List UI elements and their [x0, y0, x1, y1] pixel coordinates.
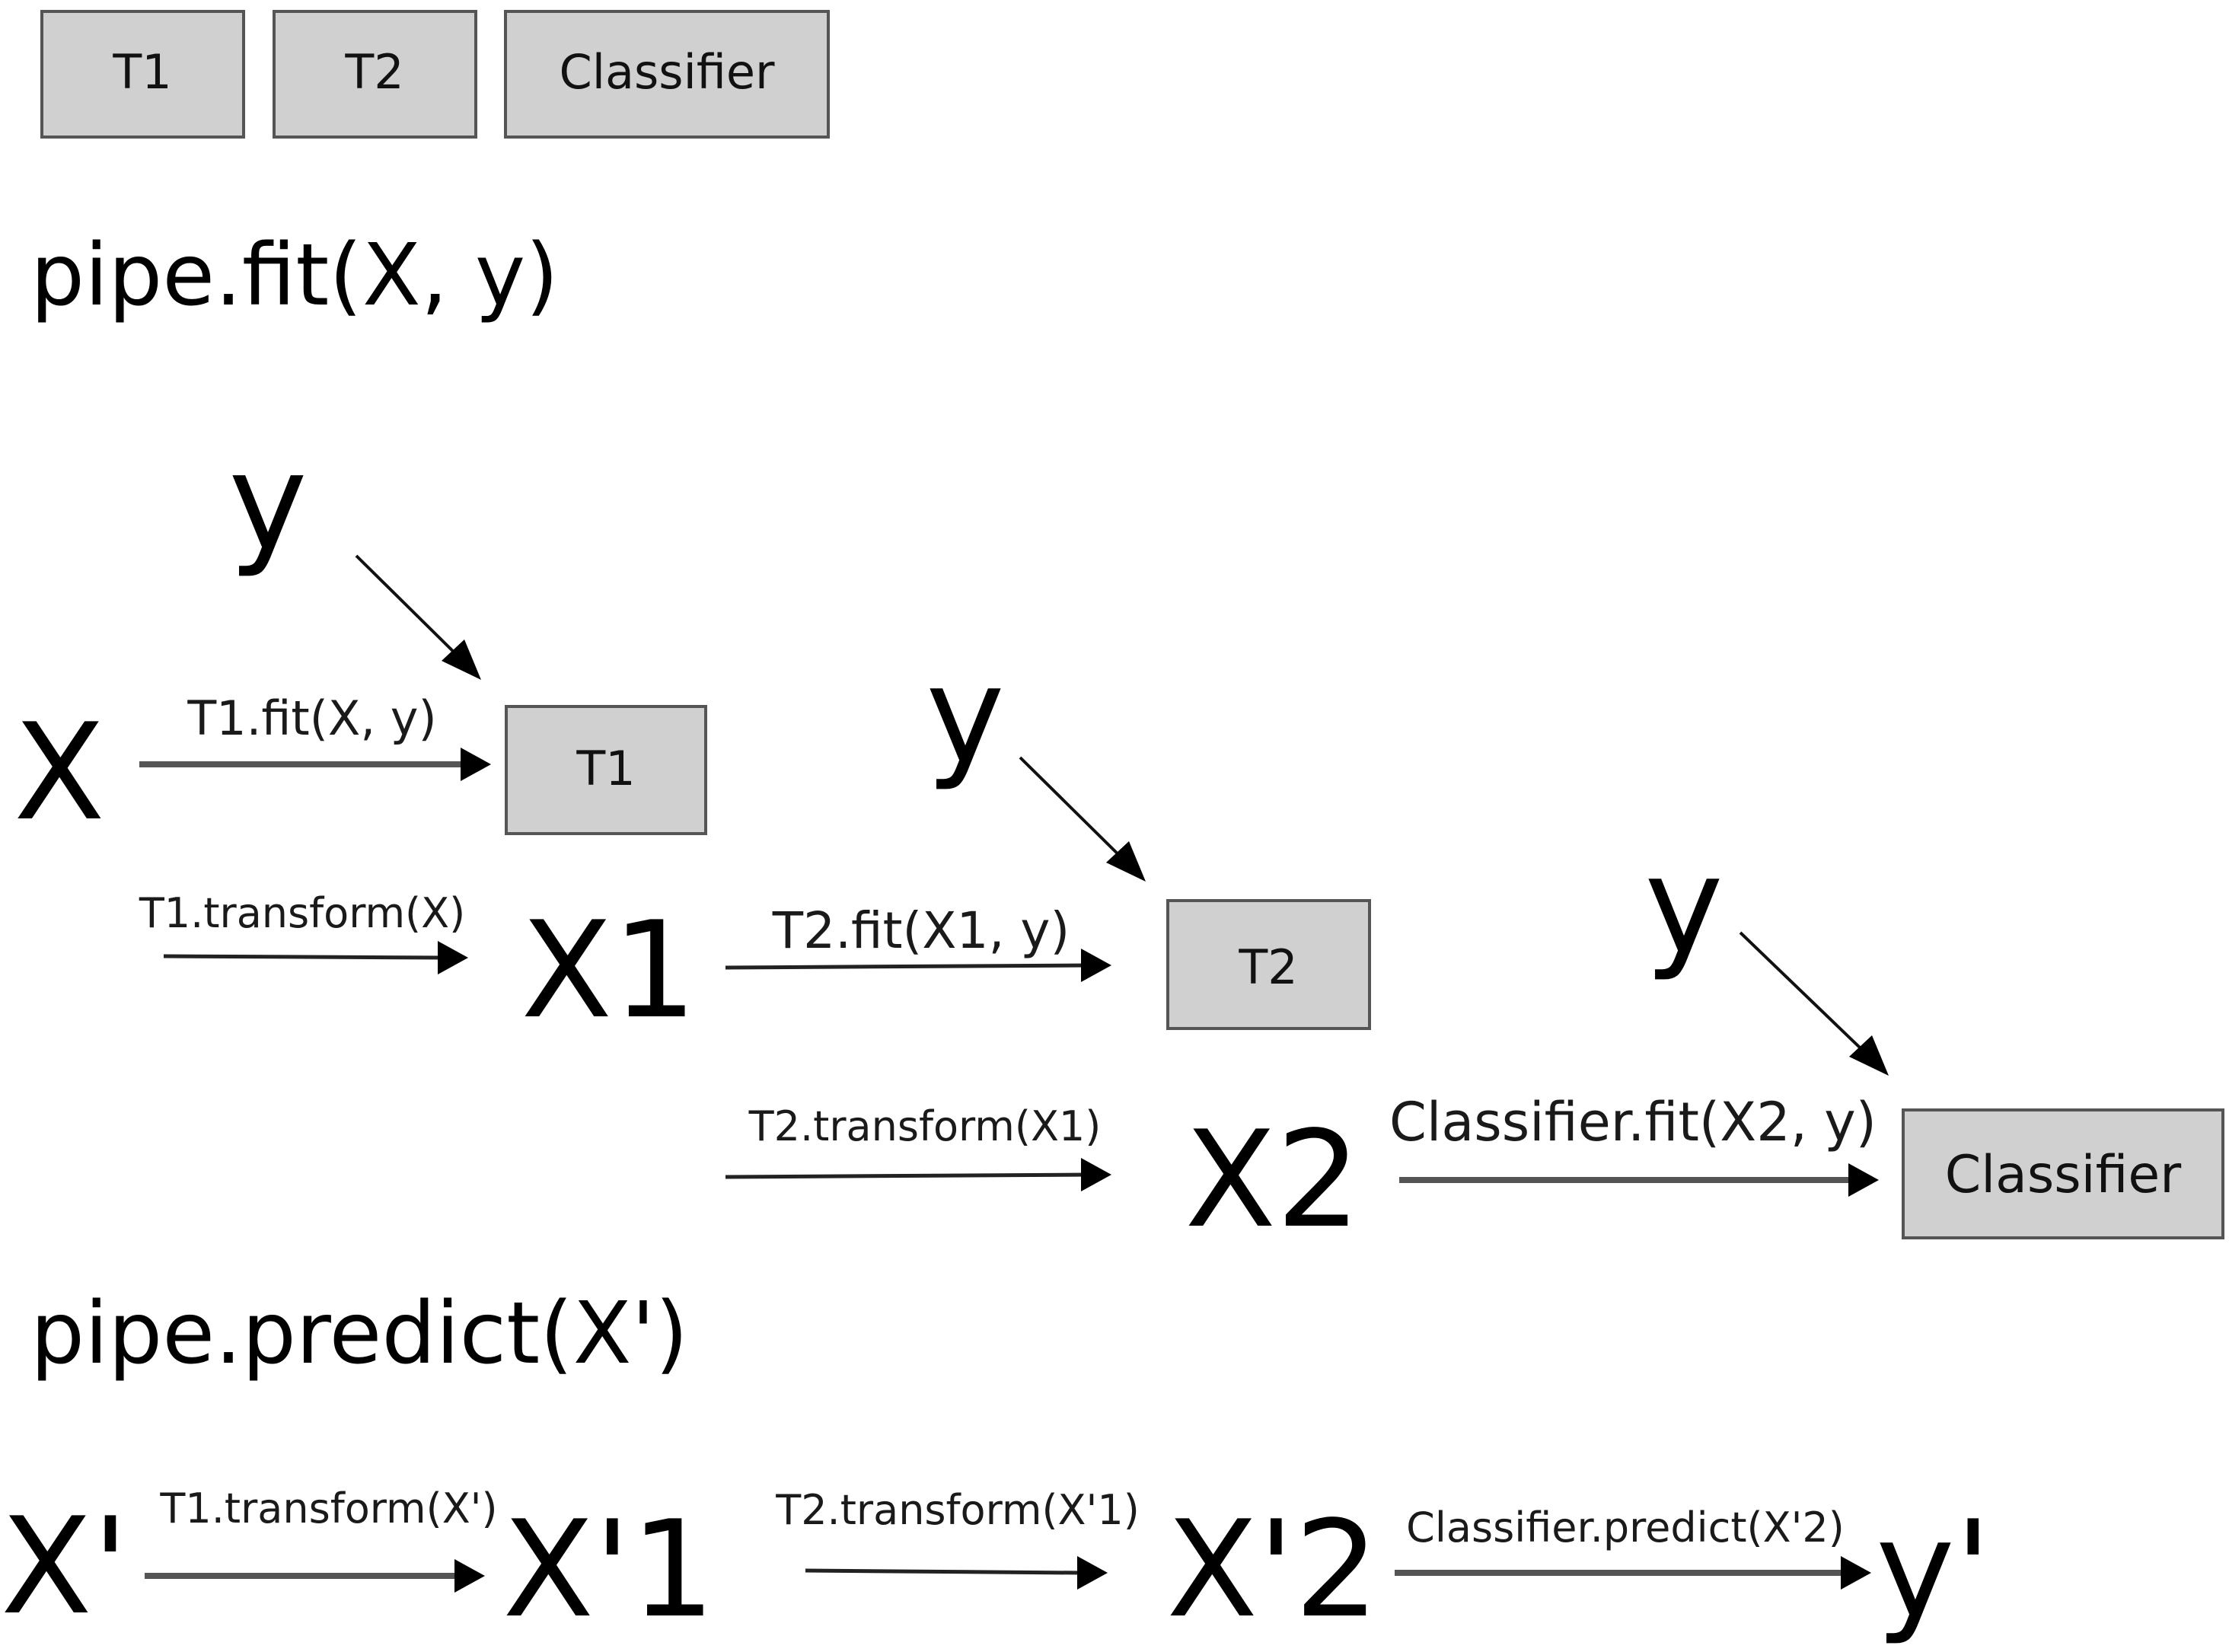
- arrowhead-icon: [1077, 1556, 1108, 1590]
- legend-box-t2-label: T2: [344, 44, 403, 100]
- fit-y-input-2: y: [926, 639, 1005, 793]
- fit-heading: pipe.fit(X, y): [30, 226, 559, 325]
- fit-y-input-3: y: [1644, 829, 1724, 984]
- edge-y-to-classifier: [1739, 931, 1889, 1076]
- predict-xprime-node: X': [1, 1490, 129, 1644]
- arrowhead-icon: [1106, 841, 1146, 882]
- arrowhead-icon: [461, 748, 491, 781]
- predict-yprime-node: y': [1876, 1493, 1991, 1647]
- legend-box-t1-label: T1: [112, 44, 171, 100]
- fit-box-t1: T1: [505, 705, 707, 835]
- fit-box-classifier: Classifier: [1902, 1108, 2224, 1239]
- edge-t1-fit: [139, 748, 491, 781]
- edge-label-t2-fit: T2.fit(X1, y): [772, 901, 1070, 960]
- arrowhead-icon: [1849, 1035, 1889, 1076]
- arrowhead-icon: [454, 1559, 485, 1593]
- legend-box-t1: T1: [40, 10, 245, 139]
- fit-box-t2: T2: [1166, 899, 1371, 1030]
- edge-label-predict-t2-transform: T2.transform(X'1): [775, 1486, 1140, 1534]
- arrowhead-icon: [1841, 1556, 1871, 1590]
- edge-label-classifier-fit: Classifier.fit(X2, y): [1389, 1091, 1877, 1153]
- edge-predict-t1-transform: [145, 1559, 485, 1593]
- legend-box-classifier: Classifier: [504, 10, 830, 139]
- edge-label-predict-t1-transform: T1.transform(X'): [159, 1485, 497, 1532]
- legend-box-classifier-label: Classifier: [559, 44, 775, 100]
- edge-y-to-t1: [355, 554, 481, 680]
- legend-box-t2: T2: [273, 10, 477, 139]
- arrowhead-icon: [442, 639, 481, 680]
- arrowhead-icon: [1081, 1158, 1111, 1191]
- arrowhead-icon: [438, 941, 468, 974]
- edge-t2-fit: [725, 949, 1111, 982]
- arrowhead-icon: [1848, 1163, 1879, 1197]
- fit-box-classifier-label: Classifier: [1945, 1145, 2181, 1205]
- predict-heading: pipe.predict(X'): [30, 1284, 688, 1383]
- edge-t1-transform: [163, 941, 468, 974]
- edge-label-t1-transform: T1.transform(X): [139, 889, 465, 937]
- edge-label-t2-transform: T2.transform(X1): [748, 1102, 1102, 1150]
- arrowhead-icon: [1081, 949, 1111, 982]
- fit-x-input: X: [14, 696, 105, 850]
- fit-box-t2-label: T2: [1238, 939, 1297, 995]
- fit-x1-node: X1: [521, 894, 697, 1048]
- predict-xprime2-node: X'2: [1166, 1493, 1379, 1647]
- edge-predict-classifier: [1395, 1556, 1871, 1590]
- fit-box-t1-label: T1: [576, 741, 635, 796]
- edge-label-predict-classifier: Classifier.predict(X'2): [1406, 1504, 1845, 1552]
- edge-t2-transform: [725, 1158, 1111, 1191]
- fit-x2-node: X2: [1185, 1103, 1360, 1258]
- edge-classifier-fit: [1399, 1163, 1879, 1197]
- edge-predict-t2-transform: [805, 1556, 1108, 1590]
- edge-label-t1-fit: T1.fit(X, y): [187, 690, 436, 746]
- fit-y-input-1: y: [228, 426, 308, 580]
- predict-xprime1-node: X'1: [502, 1493, 715, 1647]
- edge-y-to-t2: [1019, 756, 1146, 882]
